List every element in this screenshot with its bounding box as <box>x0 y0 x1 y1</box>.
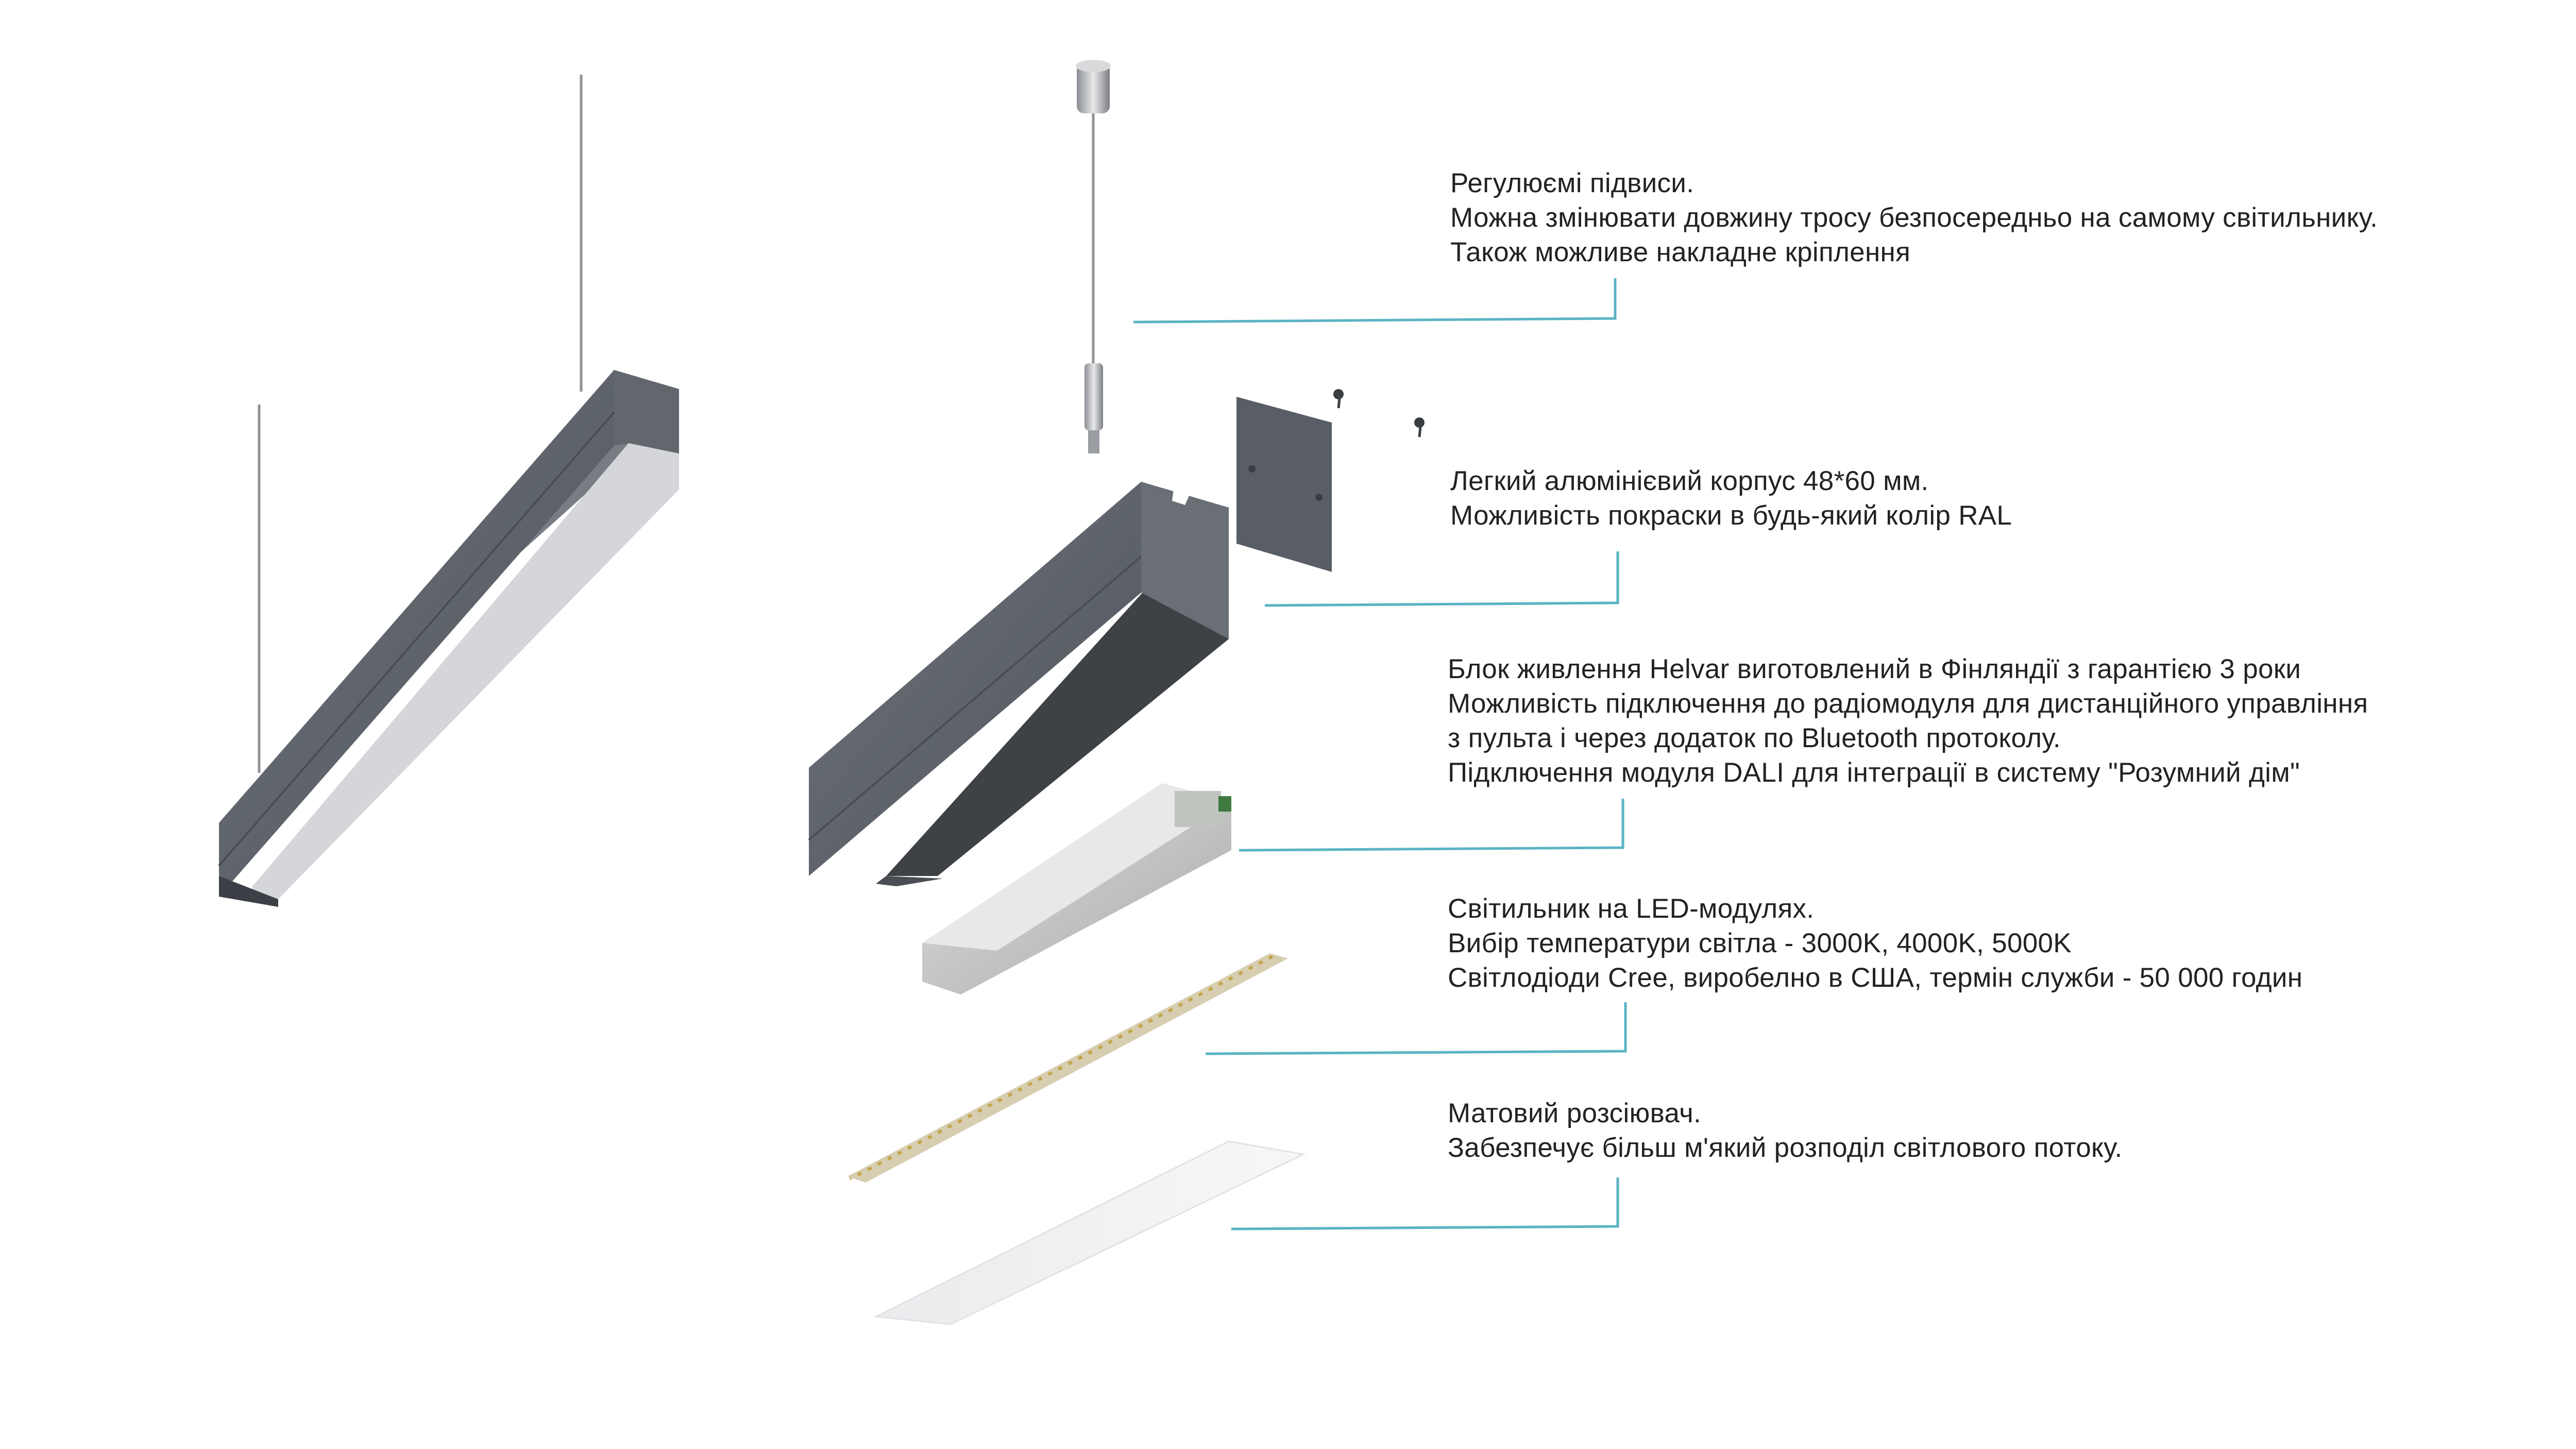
housing-end-profile <box>1141 482 1229 639</box>
assembled-diffuser-strip <box>252 443 679 899</box>
callout-housing-line-1: Легкий алюмінієвий корпус 48*60 мм. <box>1450 466 1929 496</box>
end-cap-screw-shaft <box>1337 397 1341 409</box>
callout-led-line-2: Вибір температури світла - 3000K, 4000K,… <box>1448 928 2072 958</box>
end-cap-screw <box>1333 389 1344 399</box>
driver-pcb <box>1218 796 1231 812</box>
housing-slot <box>1172 490 1190 505</box>
callout-suspension: Регулюємі підвиси. Можна змінювати довжи… <box>1450 166 2378 269</box>
callout-suspension-line-1: Регулюємі підвиси. <box>1450 168 1694 198</box>
end-cap-screw-shaft <box>1418 426 1422 437</box>
callout-suspension-line-2: Можна змінювати довжину тросу безпосеред… <box>1450 203 2378 233</box>
callout-led-line-3: Світлодіоди Cree, виробелно в США, термі… <box>1448 963 2303 993</box>
callout-driver-line-2: Можливість підключення до радіомодуля дл… <box>1448 688 2368 719</box>
end-cap-hole <box>1315 494 1323 501</box>
callout-diffuser-line-2: Забезпечує більш м'який розподіл світлов… <box>1448 1133 2123 1163</box>
aluminium-housing <box>808 482 1229 886</box>
leader-line-driver <box>1239 799 1624 852</box>
leader-line-housing <box>1264 551 1619 607</box>
housing-lower-lip <box>876 876 943 886</box>
end-cap-plate <box>1236 397 1332 572</box>
diffuser-panel <box>873 1140 1306 1325</box>
power-supply-driver <box>922 783 1231 995</box>
housing-inner-channel <box>886 518 1229 876</box>
led-board <box>848 953 1288 1183</box>
end-cap <box>1236 389 1425 572</box>
end-cap-hole <box>1248 465 1256 473</box>
assembled-front-face <box>219 370 614 897</box>
suspension-kit <box>1076 60 1111 453</box>
callout-housing-line-2: Можливість покраски в будь-який колір RA… <box>1450 500 2012 531</box>
housing-groove <box>808 555 1142 841</box>
leader-line-suspension <box>1133 278 1617 324</box>
leader-line-led <box>1205 1002 1627 1055</box>
assembled-groove <box>218 411 615 867</box>
callout-driver-line-1: Блок живлення Helvar виготовлений в Фінл… <box>1448 654 2301 684</box>
callout-driver: Блок живлення Helvar виготовлений в Фінл… <box>1448 652 2368 790</box>
callout-suspension-line-3: Також можливе накладне кріплення <box>1450 237 1911 267</box>
assembled-end-cap <box>219 876 278 907</box>
driver-top <box>922 783 1231 951</box>
callout-driver-line-4: Підключення модуля DALI для інтеграції в… <box>1448 757 2300 788</box>
led-diodes <box>849 955 1274 1181</box>
leader-lines <box>1133 278 1627 1231</box>
housing-front-face <box>809 482 1141 876</box>
callout-housing: Легкий алюмінієвий корпус 48*60 мм. Можл… <box>1450 464 2012 533</box>
ceiling-canopy <box>1077 63 1110 113</box>
callout-led-line-1: Світильник на LED-модулях. <box>1448 894 1815 924</box>
callout-driver-line-3: з пульта і через додаток по Bluetooth пр… <box>1448 723 2061 753</box>
assembled-luminaire <box>218 75 679 907</box>
cable-gripper <box>1084 363 1103 430</box>
callout-diffuser: Матовий розсіювач. Забезпечує більш м'як… <box>1448 1096 2123 1165</box>
callout-diffuser-line-1: Матовий розсіювач. <box>1448 1098 1702 1128</box>
end-cap-screw <box>1414 417 1425 428</box>
assembled-side-face <box>614 370 679 453</box>
callout-led: Світильник на LED-модулях. Вибір темпера… <box>1448 891 2302 995</box>
driver-terminal-block <box>1175 791 1221 827</box>
cable-gripper-screw <box>1088 430 1099 453</box>
ceiling-canopy-top <box>1076 60 1111 72</box>
led-module-strip <box>848 953 1288 1183</box>
leader-line-diffuser <box>1231 1177 1619 1231</box>
matte-diffuser <box>873 1140 1306 1325</box>
